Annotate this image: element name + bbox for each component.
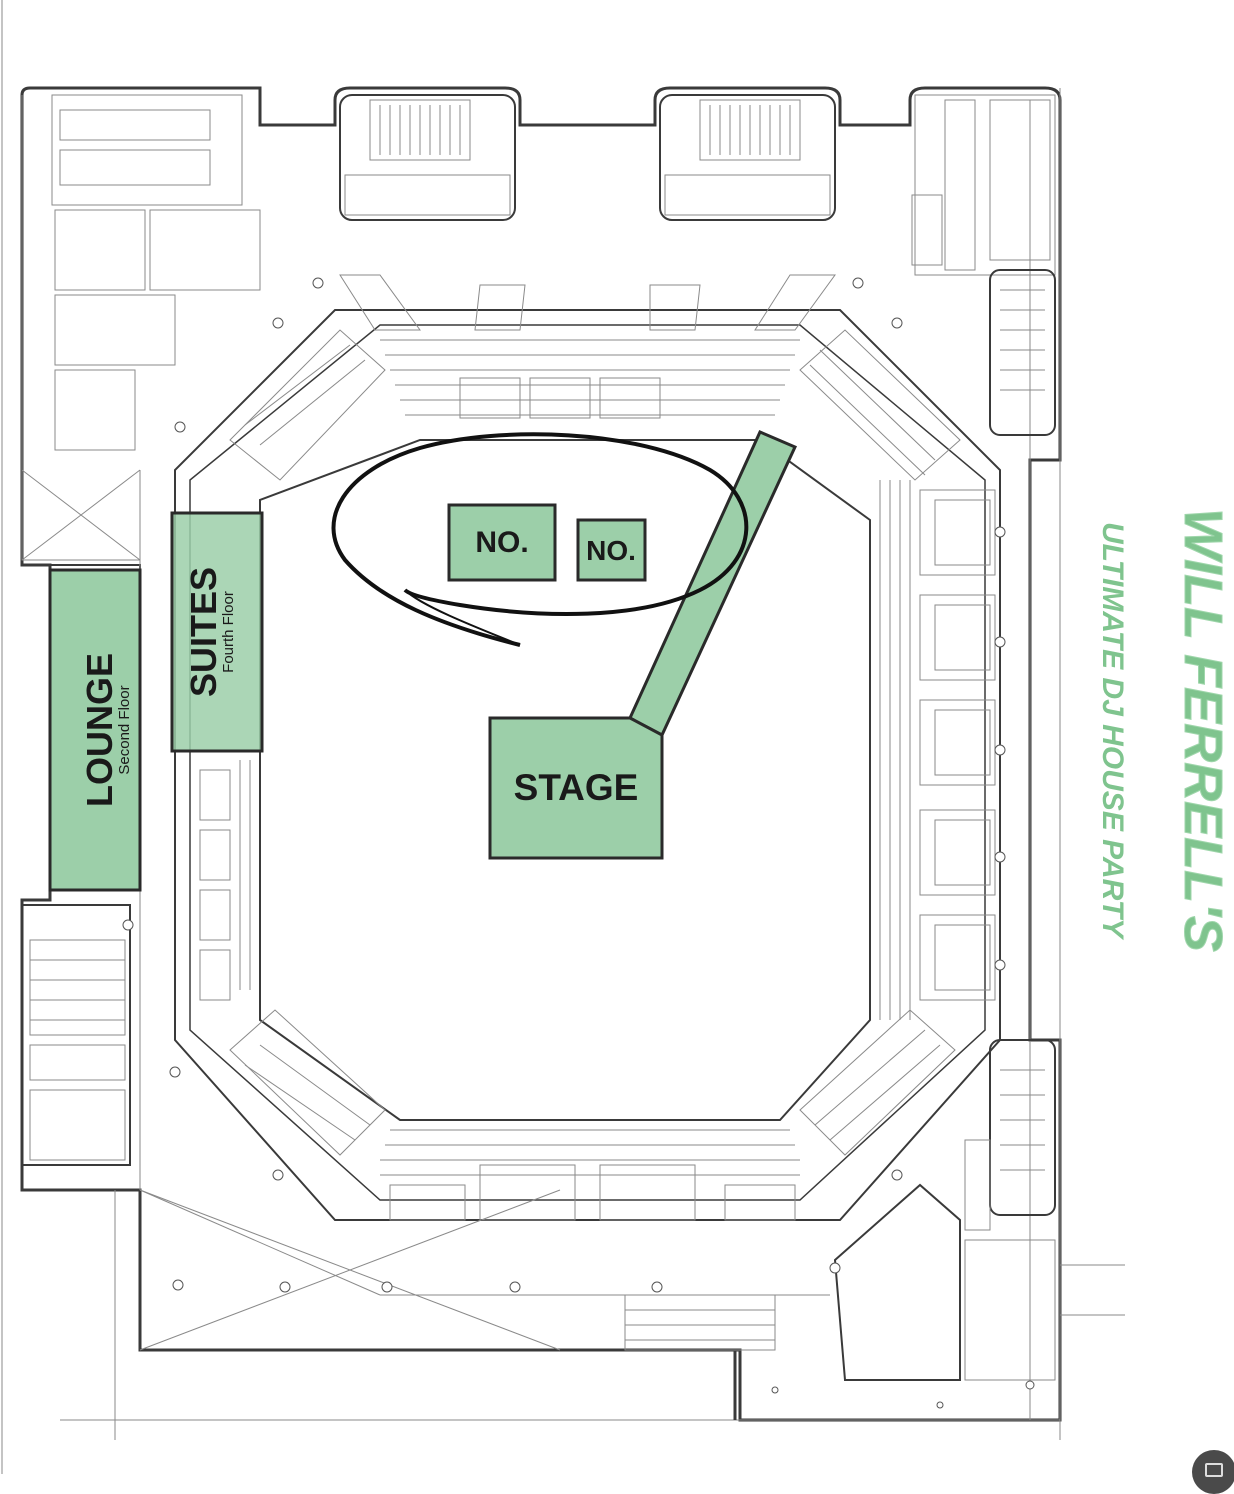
expand-icon[interactable]	[1192, 1450, 1234, 1494]
event-title-line2: ULTIMATE DJ HOUSE PARTY	[1096, 522, 1129, 941]
lounge-subtitle: Second Floor	[116, 685, 133, 774]
table-b[interactable]: NO.	[576, 518, 647, 582]
stage-label: STAGE	[514, 767, 639, 808]
suites-title: SUITES	[183, 567, 224, 697]
table-b-label: NO.	[586, 535, 636, 566]
stair-block-top-1	[339, 94, 516, 221]
stair-block-top-2	[659, 94, 836, 221]
suites-zone[interactable]: SUITES Fourth Floor	[170, 511, 264, 753]
table-a-label: NO.	[475, 526, 528, 559]
event-title: WILL FERRELL'S ULTIMATE DJ HOUSE PARTY	[1096, 508, 1234, 953]
service-block-bottom-right	[733, 1039, 1056, 1420]
event-title-line1: WILL FERRELL'S	[1173, 508, 1233, 952]
lounge-zone[interactable]: LOUNGE Second Floor	[48, 568, 142, 892]
vip-tables-area	[331, 432, 749, 647]
column-markers	[122, 277, 1035, 1409]
table-a[interactable]: NO.	[447, 503, 557, 582]
bottom-concourse	[139, 1189, 1125, 1351]
service-block-bottom-left	[21, 904, 131, 1166]
fullscreen-glyph	[1205, 1463, 1223, 1477]
seating-sections	[199, 274, 996, 1221]
lounge-title: LOUNGE	[79, 653, 120, 807]
suites-subtitle: Fourth Floor	[220, 591, 237, 673]
service-block-top-left	[21, 94, 261, 561]
stage-zone[interactable]: STAGE	[488, 716, 664, 860]
service-block-top-right	[911, 94, 1056, 436]
